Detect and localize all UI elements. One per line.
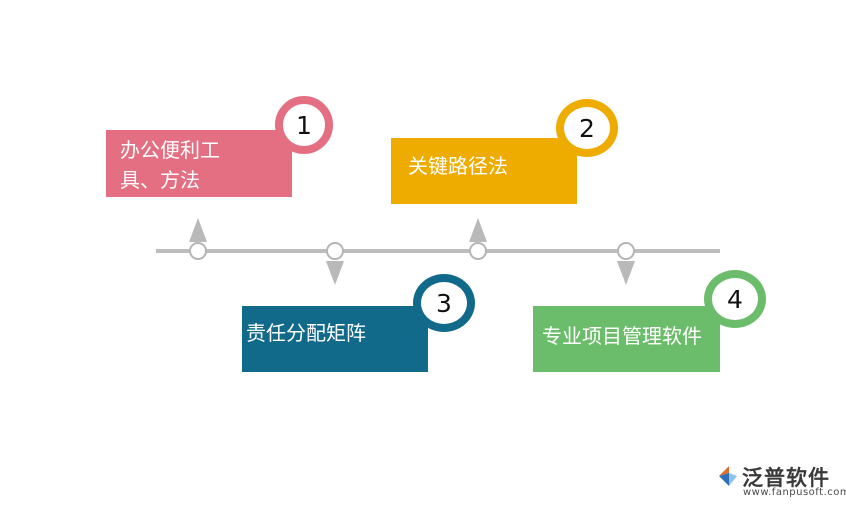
arrow-down-icon: [617, 261, 635, 285]
step-number-3: 3: [436, 288, 452, 318]
step-label-3: 责任分配矩阵: [246, 321, 366, 345]
arrow-up-icon: [189, 218, 207, 242]
step-label-2: 关键路径法: [408, 154, 508, 178]
brand-url: www.fanpusoft.com: [743, 487, 846, 498]
step-badge-3: 3: [413, 274, 475, 332]
step-card-3: 责任分配矩阵: [242, 306, 428, 372]
timeline-node-4: [617, 242, 635, 260]
step-label-1-line2: 具、方法: [120, 168, 200, 192]
step-number-4: 4: [727, 284, 743, 314]
step-card-2: 关键路径法: [391, 138, 577, 204]
arrow-down-icon: [326, 261, 344, 285]
timeline-node-1: [189, 242, 207, 260]
step-label-1-line1: 办公便利工: [120, 138, 220, 162]
step-number-2: 2: [579, 113, 595, 143]
step-badge-2: 2: [556, 99, 618, 157]
arrow-up-icon: [469, 218, 487, 242]
timeline-node-2: [326, 242, 344, 260]
step-card-4: 专业项目管理软件: [533, 306, 720, 372]
brand-name: 泛普软件: [742, 466, 830, 490]
step-card-1: 办公便利工 具、方法: [106, 130, 292, 197]
brand-logo-icon: [719, 466, 737, 486]
step-number-1: 1: [296, 110, 312, 140]
timeline-line: [156, 249, 720, 253]
step-badge-1: 1: [275, 96, 333, 154]
step-badge-4: 4: [704, 270, 766, 328]
brand-logo: 泛普软件 www.fanpusoft.com: [716, 462, 846, 502]
timeline-node-3: [469, 242, 487, 260]
step-label-4: 专业项目管理软件: [542, 324, 702, 348]
